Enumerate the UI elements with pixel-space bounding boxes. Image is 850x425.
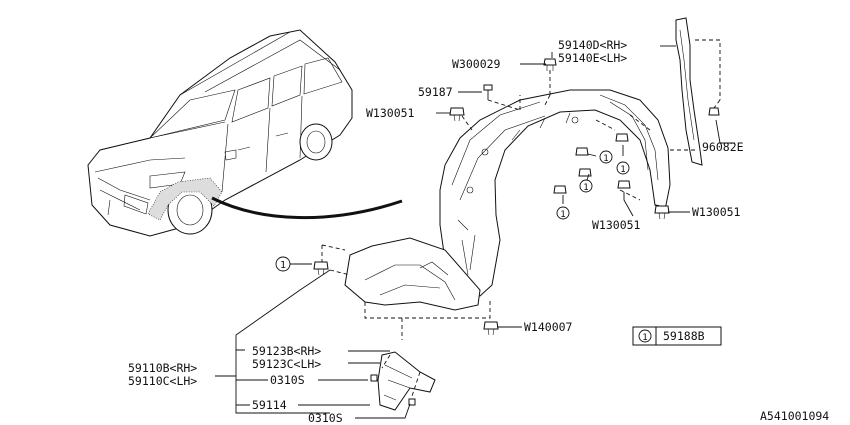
leader-lines: [215, 45, 735, 419]
clip-w130051-b: [617, 180, 631, 189]
label-w130051-a: W130051: [366, 106, 415, 120]
clip-w130051-c: [654, 205, 670, 220]
label-59123c: 59123C<LH>: [252, 357, 321, 371]
label-0310s-b: 0310S: [308, 411, 343, 425]
diagram-code: A541001094: [760, 409, 829, 423]
label-59110b: 59110B<RH>: [128, 361, 197, 375]
svg-text:1: 1: [583, 183, 588, 193]
label-59140e: 59140E<LH>: [558, 51, 627, 65]
svg-text:1: 1: [280, 260, 286, 271]
clip-96082e: [708, 107, 720, 116]
label-59110c: 59110C<LH>: [128, 374, 197, 388]
assembly-lines: [321, 39, 721, 397]
clip-w130051-a: [449, 107, 465, 122]
car-illustration: [87, 29, 353, 237]
clip-w140007: [483, 321, 499, 336]
legend-part: 59188B: [663, 329, 705, 343]
clip-lower-left: [313, 261, 329, 276]
label-w140007: W140007: [524, 320, 573, 334]
label-59123b: 59123B<RH>: [252, 344, 321, 358]
screw-59187: [483, 84, 493, 100]
callout-marker-e: 1: [275, 256, 291, 272]
screw-0310s-a: [370, 374, 378, 382]
label-w130051-b: W130051: [592, 218, 641, 232]
svg-text:1: 1: [560, 210, 565, 220]
part-labels: 59140D<RH> 59140E<LH> W300029 59187 W130…: [128, 38, 744, 425]
callout-markers: 1 1 1 1 1: [275, 150, 630, 272]
side-seal-part: [675, 17, 703, 166]
legend-box: 1 59188B: [632, 326, 722, 346]
mud-flap-part: [377, 351, 436, 411]
label-59187: 59187: [418, 85, 453, 99]
label-59114: 59114: [252, 398, 287, 412]
clip-marked-a: [575, 147, 589, 156]
label-w300029: W300029: [452, 57, 501, 71]
callout-marker-d: 1: [616, 161, 630, 175]
svg-text:1: 1: [603, 154, 608, 164]
callout-marker-b: 1: [579, 179, 593, 193]
callout-marker-c: 1: [556, 206, 570, 220]
label-96082e: 96082E: [702, 140, 744, 154]
fender-liner: [344, 89, 671, 311]
callout-marker-a: 1: [599, 150, 613, 164]
label-w130051-c: W130051: [692, 205, 741, 219]
label-59140d: 59140D<RH>: [558, 38, 627, 52]
pointer-line: [211, 196, 403, 220]
clip-marked-c: [578, 168, 592, 177]
clip-w300029: [543, 58, 557, 71]
clip-marked-b: [553, 185, 567, 194]
svg-text:1: 1: [620, 165, 625, 175]
label-0310s-a: 0310S: [270, 373, 305, 387]
fasteners: [313, 58, 720, 406]
screw-0310s-b: [408, 398, 416, 406]
clip-marked-d: [615, 133, 629, 142]
legend-marker: 1: [642, 333, 647, 343]
